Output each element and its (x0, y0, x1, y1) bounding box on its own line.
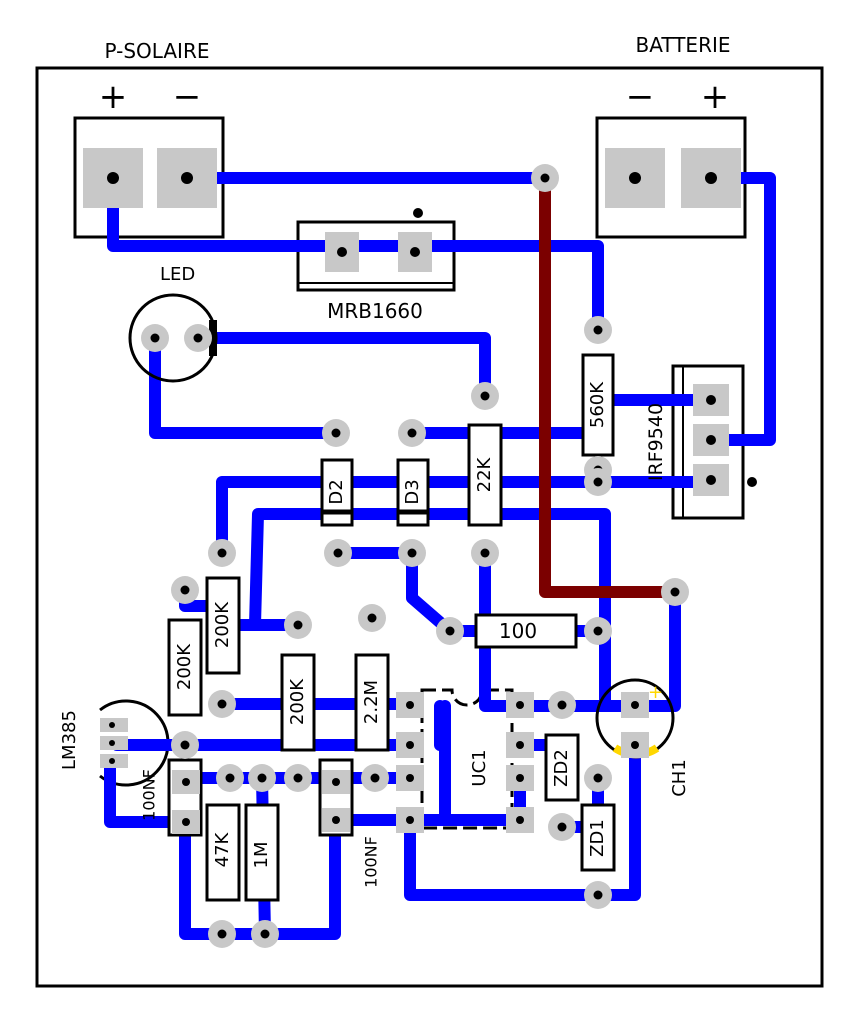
resistor-1m-body (244, 803, 280, 902)
ch1-plus-mark: + (648, 682, 663, 703)
resistor-560k-body (581, 353, 615, 457)
pad-hole (480, 391, 490, 401)
pad-hole (180, 585, 190, 595)
r47k-label: 47K (212, 831, 233, 867)
r100-label: 100 (499, 619, 537, 643)
r22m-label: 2.2M (361, 680, 382, 724)
solar-title: P-SOLAIRE (105, 39, 210, 63)
r1m-label: 1M (251, 842, 272, 869)
zd1-label: ZD1 (587, 819, 608, 857)
solar-minus-sign: − (173, 77, 202, 117)
pad-hole (225, 773, 235, 783)
pad-hole (445, 626, 455, 636)
battery-title: BATTERIE (636, 33, 731, 57)
r22k-label: 22K (474, 456, 495, 492)
resistor-22m-body (354, 653, 390, 752)
jumper-wire (539, 172, 681, 598)
c100nf-b-label: 100NF (362, 836, 381, 888)
pad-hole (333, 548, 343, 558)
pad-hole (593, 626, 603, 636)
resistor-47k-body (205, 803, 241, 902)
pad-hole (257, 773, 267, 783)
uc1-body (420, 688, 514, 830)
pad-hole (217, 548, 227, 558)
resistor-100-body (474, 613, 578, 649)
led-label: LED (160, 264, 195, 285)
pad-hole (540, 173, 550, 183)
irf-orientation-dot (747, 477, 757, 487)
battery-plus-sign: + (701, 77, 730, 117)
pad-hole (150, 333, 160, 343)
pad-hole (593, 477, 603, 487)
pad-hole (407, 428, 417, 438)
r560k-label: 560K (587, 381, 608, 428)
pad-hole (331, 428, 341, 438)
pad-hole (557, 822, 567, 832)
resistor-200k-c-body (280, 653, 316, 752)
resistor-22k-body (467, 423, 503, 527)
pad-hole (593, 325, 603, 335)
r200k-b-label: 200K (174, 643, 195, 690)
lm385-label: LM385 (59, 710, 80, 770)
r200k-a-label: 200K (212, 601, 233, 648)
led-body (128, 293, 218, 383)
d2-label: D2 (326, 479, 347, 504)
pad-hole (260, 929, 270, 939)
battery-minus-sign: − (626, 77, 655, 117)
pad-hole (217, 929, 227, 939)
pad-hole (293, 620, 303, 630)
resistor-200k-b-body (167, 618, 203, 717)
pad-hole (557, 700, 567, 710)
pads (83, 148, 741, 948)
r200k-c-label: 200K (287, 678, 308, 725)
zener-zd2-body (544, 733, 580, 802)
pad-hole (293, 773, 303, 783)
resistor-200k-a-body (205, 576, 241, 675)
pad-hole (193, 333, 203, 343)
pad-hole (407, 548, 417, 558)
uc1-label: UC1 (469, 749, 490, 786)
mrb1660-label: MRB1660 (327, 299, 423, 323)
d3-label: D3 (402, 479, 423, 504)
pad-hole (217, 699, 227, 709)
c100nf-a-label: 100NF (140, 769, 159, 821)
mrb-orientation-dot (413, 208, 423, 218)
solar-plus-sign: + (99, 77, 128, 117)
pad-hole (370, 773, 380, 783)
pad-hole (593, 890, 603, 900)
ch1-label: CH1 (669, 759, 690, 797)
irf9540-label: IRF9540 (645, 403, 667, 481)
pad-hole (367, 613, 377, 623)
pad-hole (180, 740, 190, 750)
zd2-label: ZD2 (551, 749, 572, 787)
pad-hole (480, 548, 490, 558)
pad-hole (593, 773, 603, 783)
board-outline (35, 66, 824, 988)
pad-hole (670, 587, 680, 597)
zener-zd1-body (580, 803, 616, 872)
